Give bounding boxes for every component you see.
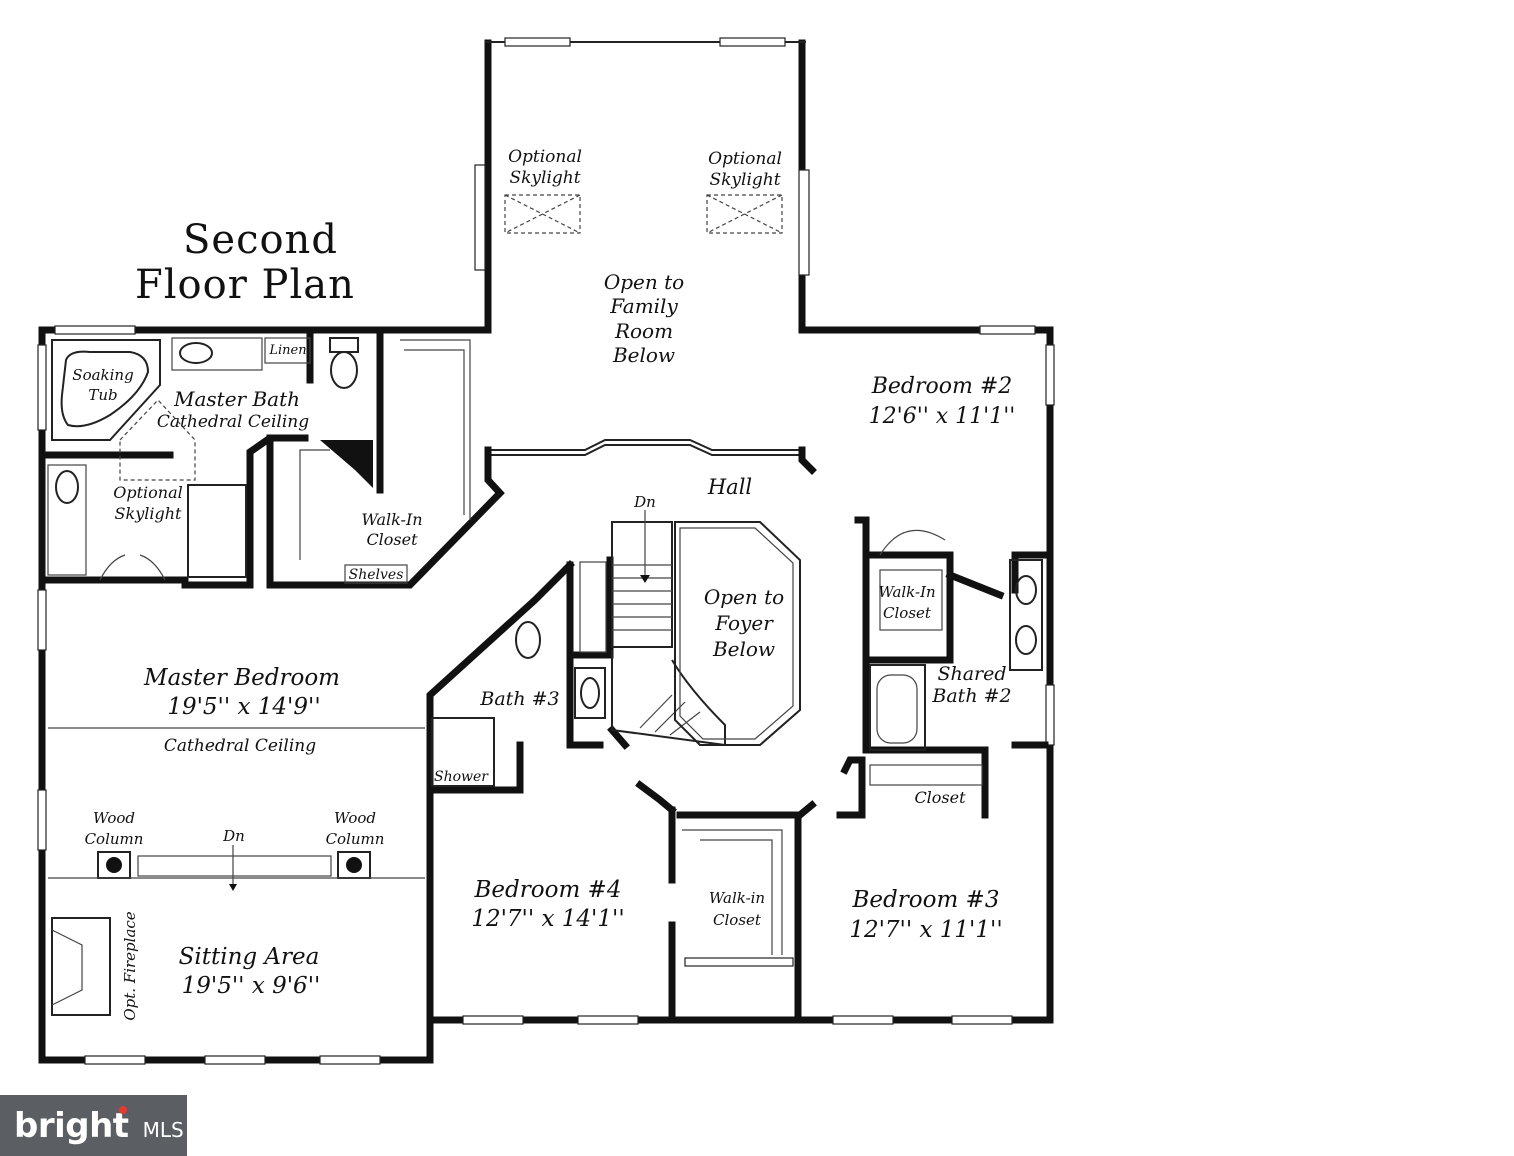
label-skylight-right-1: Optional	[708, 149, 782, 169]
label-bedroom3-name: Bedroom #3	[852, 887, 1000, 913]
label-family-open-4: Below	[612, 343, 675, 367]
plan-title-line1: Second	[183, 217, 338, 263]
room-labels: Optional Skylight Optional Skylight Open…	[72, 147, 1015, 1021]
label-sitting-name: Sitting Area	[179, 944, 320, 970]
label-soaking-tub-2: Tub	[88, 386, 117, 404]
label-bedroom2-size: 12'6'' x 11'1''	[869, 404, 1016, 429]
label-hall: Hall	[707, 475, 752, 499]
label-opt-skylight-bath-1: Optional	[113, 483, 183, 502]
watermark-suffix: MLS	[142, 1117, 184, 1142]
bright-mls-watermark: bright MLS	[0, 1095, 187, 1156]
label-shelves: Shelves	[349, 567, 404, 583]
label-sitting-size: 19'5'' x 9'6''	[182, 973, 321, 999]
watermark-brand: bright	[14, 1105, 129, 1146]
label-bedroom2-name: Bedroom #2	[871, 374, 1013, 399]
label-walkin-master-1: Walk-In	[361, 510, 422, 529]
windows	[37, 37, 1055, 1065]
label-opt-skylight-bath-2: Skylight	[115, 504, 182, 523]
label-bedroom4-size: 12'7'' x 14'1''	[471, 906, 624, 932]
label-family-open-2: Family	[609, 294, 678, 318]
label-bedroom4-name: Bedroom #4	[474, 877, 622, 903]
label-walkin-bed4-2: Closet	[713, 911, 762, 929]
label-skylight-right-2: Skylight	[709, 170, 780, 190]
label-foyer-open-2: Foyer	[714, 611, 774, 635]
label-family-open-3: Room	[614, 319, 673, 343]
label-foyer-open-1: Open to	[704, 585, 784, 609]
interior-walls	[38, 326, 1049, 1024]
label-shared-bath-2: Bath #2	[931, 685, 1011, 707]
label-dn-master: Dn	[222, 827, 245, 845]
label-walkin-master-2: Closet	[366, 530, 418, 549]
label-master-bedroom-size: 19'5'' x 14'9''	[167, 694, 320, 720]
label-fireplace: Opt. Fireplace	[121, 911, 139, 1020]
label-walkin-bed2-2: Closet	[883, 604, 932, 622]
watermark-accent-dot	[118, 1105, 127, 1114]
label-master-bath-1: Master Bath	[173, 387, 300, 411]
label-dn-stair: Dn	[633, 493, 656, 511]
label-walkin-bed4-1: Walk-in	[709, 889, 765, 907]
label-wood-column-right-1: Wood	[334, 809, 376, 827]
label-master-bedroom-name: Master Bedroom	[143, 665, 340, 691]
label-linen: Linen	[268, 343, 306, 358]
label-wood-column-right-2: Column	[326, 830, 385, 848]
label-bath3: Bath #3	[479, 688, 559, 710]
label-skylight-left-2: Skylight	[509, 168, 580, 188]
label-family-open-1: Open to	[604, 270, 684, 294]
label-wood-column-left-2: Column	[85, 830, 144, 848]
label-master-bedroom-note: Cathedral Ceiling	[164, 736, 316, 756]
fixtures	[47, 194, 1043, 1016]
label-closet-bed3: Closet	[914, 788, 966, 807]
label-shower: Shower	[434, 769, 489, 785]
label-shared-bath-1: Shared	[937, 663, 1006, 685]
plan-title-line2: Floor Plan	[135, 262, 355, 308]
label-foyer-open-3: Below	[712, 637, 775, 661]
label-skylight-left-1: Optional	[508, 147, 582, 167]
label-walkin-bed2-1: Walk-In	[878, 583, 935, 601]
label-soaking-tub-1: Soaking	[72, 366, 133, 384]
label-bedroom3-size: 12'7'' x 11'1''	[849, 917, 1002, 943]
label-master-bath-2: Cathedral Ceiling	[157, 412, 309, 432]
label-wood-column-left-1: Wood	[93, 809, 135, 827]
